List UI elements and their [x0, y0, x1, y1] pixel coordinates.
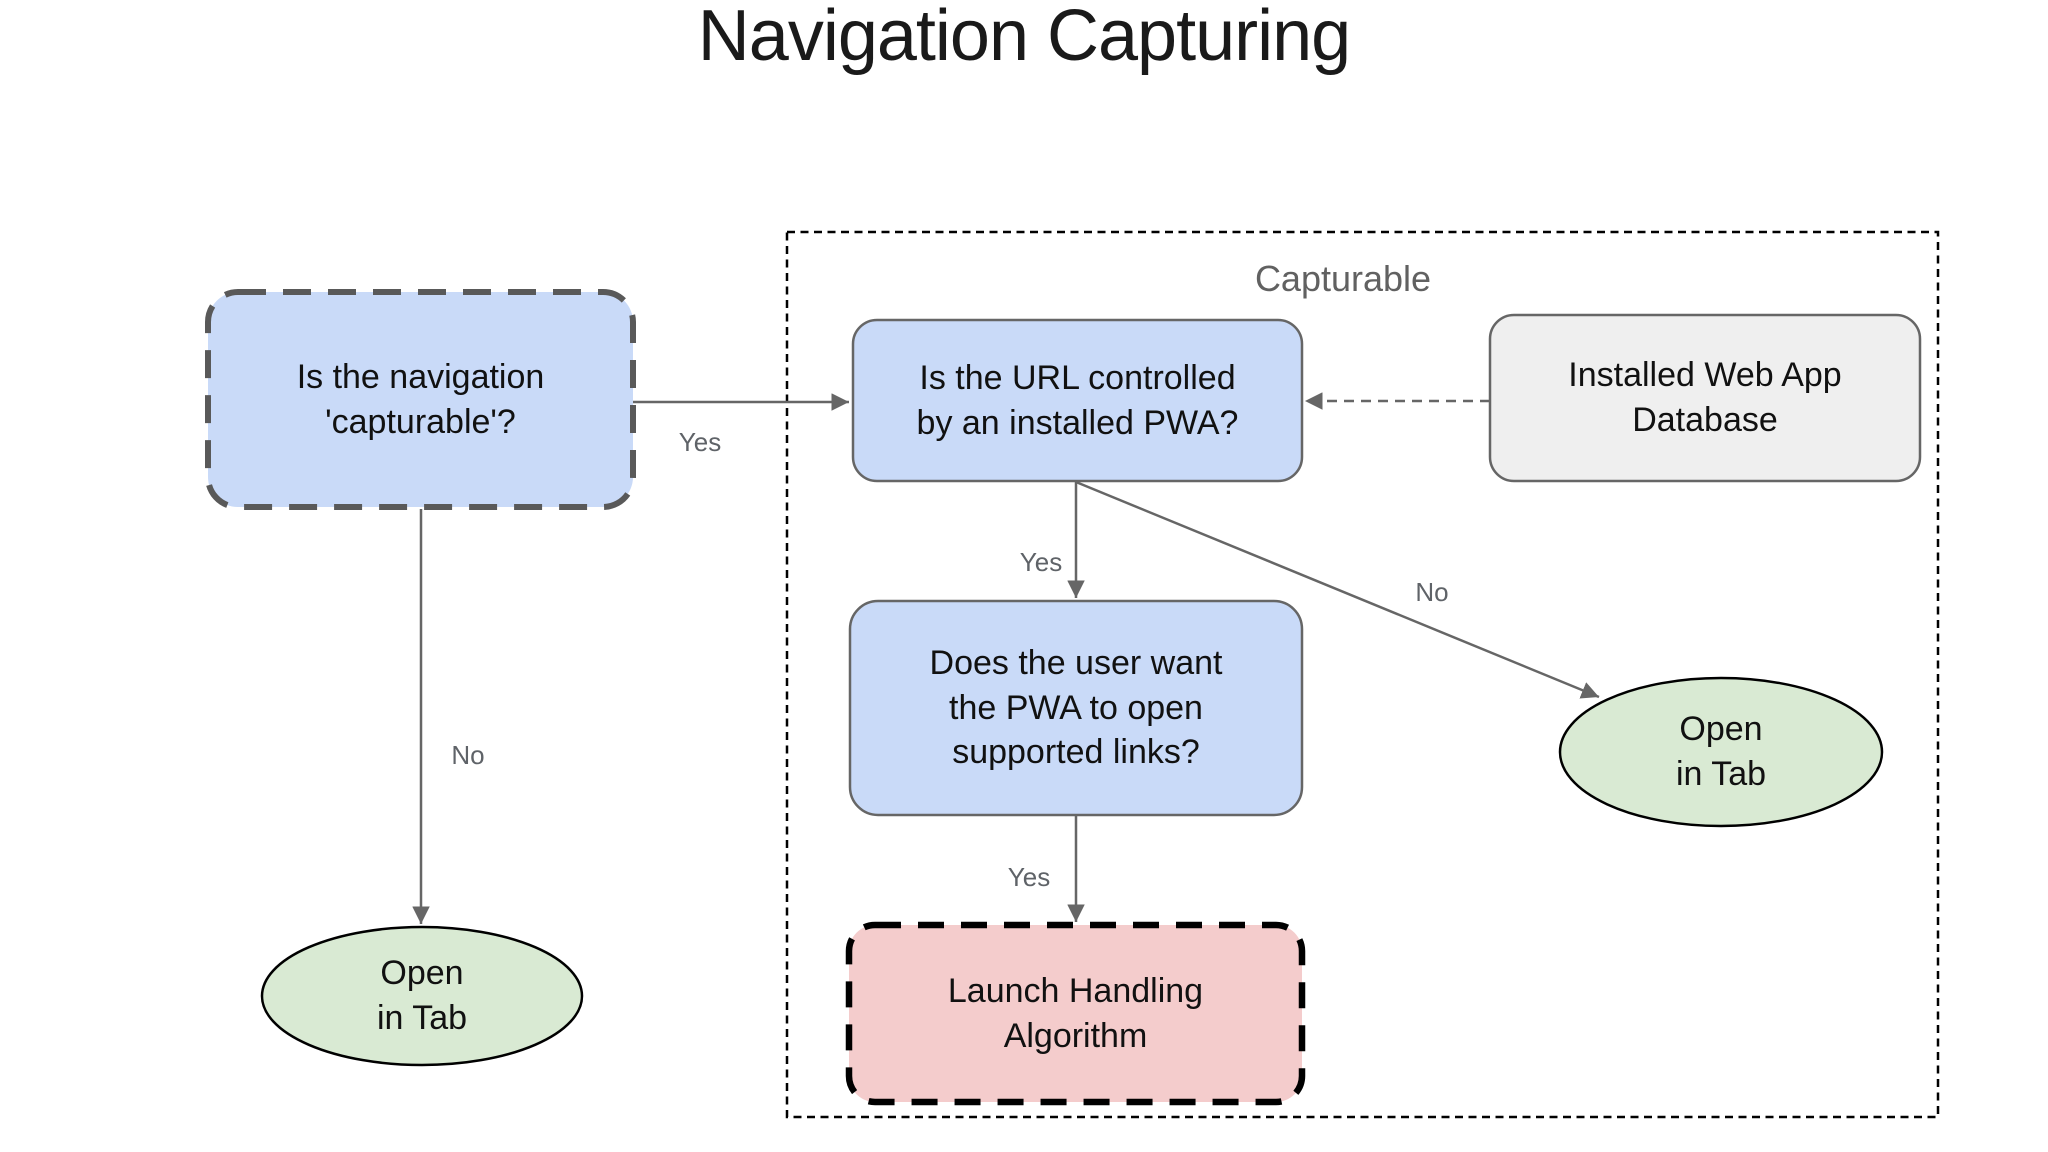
node-open-in-tab-right-shape	[1558, 676, 1884, 828]
edge-label-capturable-no: No	[451, 740, 485, 770]
node-webapp-database-label: Installed Web App Database	[1568, 356, 1842, 439]
node-url-controlled-label: Is the URL controlled by an installed PW…	[916, 358, 1239, 442]
node-user-want-label: Does the user want the PWA to open suppo…	[929, 643, 1223, 772]
edge-label-url-yes: Yes	[1019, 547, 1063, 577]
capturable-region-label: Capturable	[1254, 258, 1432, 299]
node-webapp-database-shape	[1488, 313, 1922, 483]
node-open-in-tab-right-label: Open in Tab	[1675, 710, 1767, 793]
node-launch-handling-shape	[845, 921, 1306, 1106]
edge-label-capturable-yes: Yes	[678, 427, 722, 457]
edge-label-user-want-yes: Yes	[1007, 862, 1051, 892]
edge-label-url-no: No	[1415, 577, 1449, 607]
node-open-in-tab-left-shape	[260, 925, 584, 1067]
node-user-want-shape	[848, 599, 1304, 817]
diagram-title: Navigation Capturing	[697, 0, 1351, 76]
node-url-controlled-shape	[851, 318, 1304, 483]
capturable-region-outline	[785, 230, 1940, 1119]
node-launch-handling-label: Launch Handling Algorithm	[947, 971, 1204, 1055]
node-capturable-question-label: Is the navigation 'capturable'?	[296, 357, 545, 441]
edge-url-no-arrow	[1075, 480, 1600, 699]
node-open-in-tab-left-label: Open in Tab	[376, 954, 468, 1037]
node-capturable-question-shape	[205, 289, 636, 510]
